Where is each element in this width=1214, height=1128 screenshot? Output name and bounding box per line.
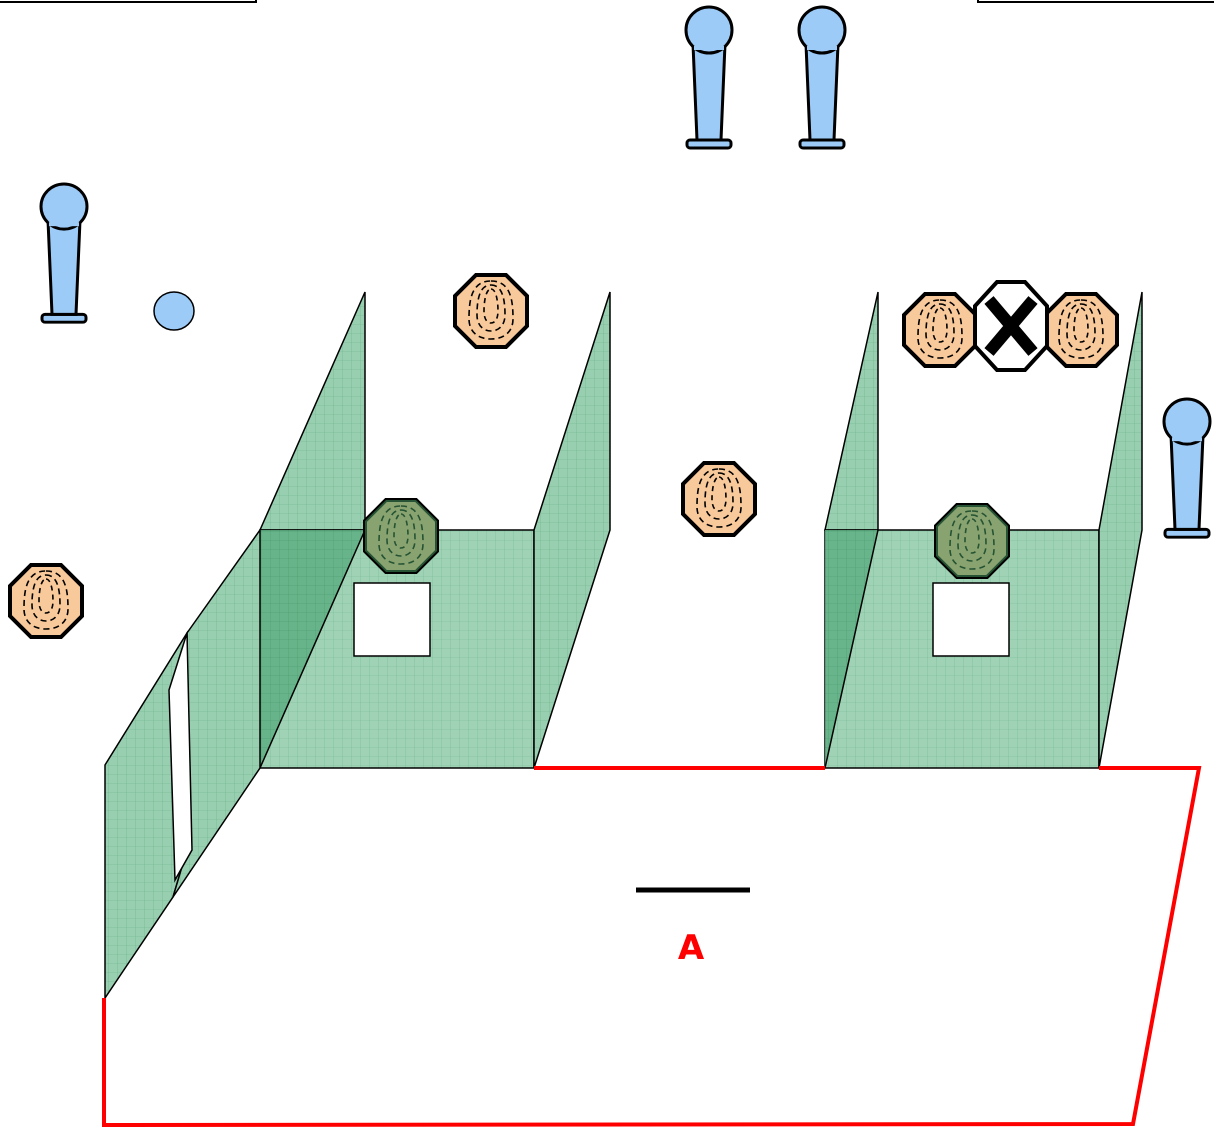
right-bay-left-wall-top [824, 291, 879, 531]
wall-gap [168, 632, 193, 883]
steel-plate [153, 291, 195, 331]
top-right-frame [977, 0, 1214, 3]
fault-line [102, 766, 1202, 1128]
right-port [932, 582, 1010, 657]
steel-popper-3 [39, 182, 89, 324]
left-bay-right-wall [533, 291, 611, 769]
left-bay-side-wall-top [258, 291, 366, 531]
paper-target-6 [363, 498, 439, 574]
paper-target-1 [453, 273, 529, 349]
shooting-area-label: A [678, 928, 705, 968]
top-left-frame [0, 0, 257, 3]
right-bay-right-wall [1098, 291, 1143, 769]
no-shoot-target [973, 280, 1049, 372]
paper-target-7 [934, 503, 1010, 579]
left-port [353, 582, 431, 657]
paper-target-4 [681, 461, 757, 537]
steel-popper-2 [797, 5, 847, 150]
paper-target-2 [902, 292, 978, 368]
steel-popper-4 [1162, 397, 1212, 539]
steel-popper-1 [684, 5, 734, 150]
paper-target-3 [1043, 292, 1119, 368]
paper-target-5 [8, 563, 84, 639]
